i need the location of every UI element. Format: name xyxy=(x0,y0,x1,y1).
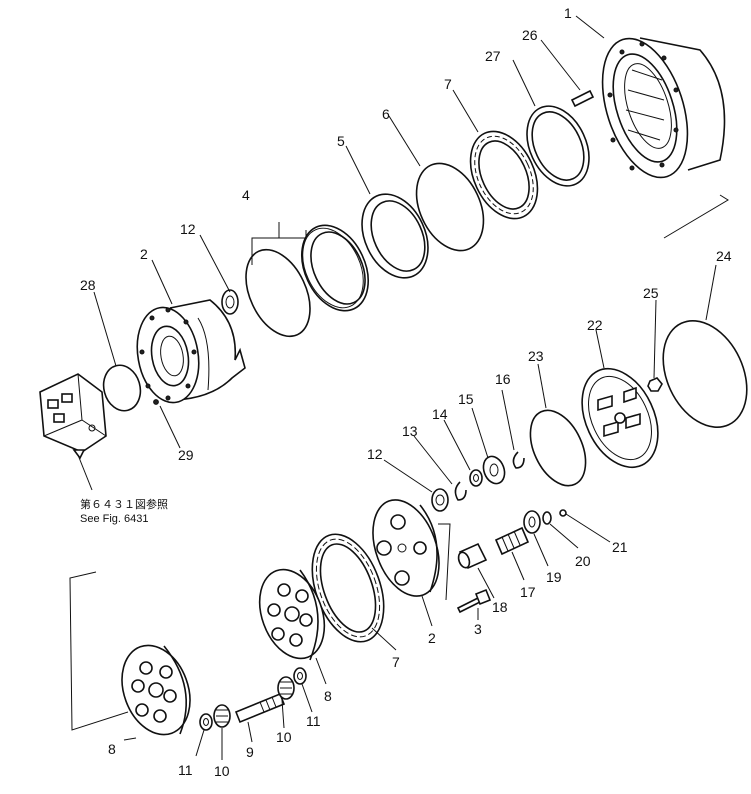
figure-reference-note: 第６４３１図参照 See Fig. 6431 xyxy=(80,497,168,525)
callout-8-mid: 8 xyxy=(324,688,332,704)
bracket-carrier-2 xyxy=(438,523,451,601)
callout-labels: 1 26 27 7 6 5 4 12 2 28 29 24 25 22 23 1… xyxy=(80,5,732,779)
leader-fig-ref xyxy=(77,454,93,491)
callout-10-left: 10 xyxy=(214,763,230,779)
o-ring-part-23 xyxy=(529,409,587,487)
callout-10-right: 10 xyxy=(276,729,292,745)
shaft-part-9 xyxy=(234,692,286,724)
bearing-part-12-top xyxy=(221,289,239,315)
bolt-part-3 xyxy=(456,588,492,614)
spacer-part-18 xyxy=(457,542,488,570)
snap-ring-part-13 xyxy=(454,481,467,501)
o-ring-part-6 xyxy=(415,162,485,252)
callout-1: 1 xyxy=(564,5,572,21)
callout-25: 25 xyxy=(643,285,659,301)
callout-11-left: 11 xyxy=(178,762,193,778)
callout-2-bottom: 2 xyxy=(428,630,436,646)
fig-ref-japanese: 第６４３１図参照 xyxy=(80,497,168,511)
seal-set-part-4 xyxy=(245,224,369,338)
nut-part-25 xyxy=(647,377,663,392)
callout-16: 16 xyxy=(495,371,511,387)
carrier-part-2-bottom xyxy=(372,499,440,597)
bearing-part-10-right xyxy=(277,676,295,700)
callout-15: 15 xyxy=(458,391,474,407)
ring-part-5 xyxy=(361,193,429,279)
callout-28: 28 xyxy=(80,277,96,293)
motor-case-part-2-top xyxy=(136,299,246,404)
housing-part-1 xyxy=(601,37,726,179)
callout-9: 9 xyxy=(246,744,254,760)
arrow-fig-ref xyxy=(72,449,86,460)
pin-part-26 xyxy=(570,89,595,108)
callout-20: 20 xyxy=(575,553,591,569)
bracket-line-1 xyxy=(663,194,729,239)
bracket-carrier-8 xyxy=(69,571,129,731)
bearing-part-10-left xyxy=(213,704,231,728)
o-ring-part-24 xyxy=(662,319,748,429)
plug-part-29 xyxy=(153,399,159,405)
washer-part-11-left xyxy=(199,713,213,731)
callout-18: 18 xyxy=(492,599,508,615)
bearing-part-19 xyxy=(523,510,541,534)
ring-gear-part-7-top xyxy=(469,130,539,220)
callout-2-top: 2 xyxy=(140,246,148,262)
callout-23: 23 xyxy=(528,348,544,364)
callout-27: 27 xyxy=(485,48,501,64)
callout-24: 24 xyxy=(716,248,732,264)
callout-29: 29 xyxy=(178,447,194,463)
callout-7-bottom: 7 xyxy=(392,654,400,670)
callout-7-top: 7 xyxy=(444,76,452,92)
valve-block-assembly xyxy=(39,373,107,453)
callout-12-top: 12 xyxy=(180,221,196,237)
planet-carrier-part-8-bottom xyxy=(121,644,191,736)
callout-21: 21 xyxy=(612,539,628,555)
callout-17: 17 xyxy=(520,584,536,600)
ring-gear-part-7-bottom xyxy=(311,533,385,643)
gear-shaft-part-17 xyxy=(494,526,530,556)
callout-14: 14 xyxy=(432,406,448,422)
callout-4: 4 xyxy=(242,187,250,203)
callout-6: 6 xyxy=(382,106,390,122)
cover-part-22 xyxy=(581,367,659,469)
planet-carrier-part-8-mid xyxy=(258,568,326,661)
fig-ref-english: See Fig. 6431 xyxy=(80,513,149,525)
callout-26: 26 xyxy=(522,27,538,43)
bracket-stem-4 xyxy=(252,222,280,239)
callout-11-right: 11 xyxy=(306,713,321,729)
callout-5: 5 xyxy=(337,133,345,149)
leader-lines xyxy=(93,15,717,760)
callout-8-bottom: 8 xyxy=(108,741,116,757)
washer-part-20 xyxy=(542,511,552,525)
bearing-part-12-bottom xyxy=(431,488,449,512)
callout-3: 3 xyxy=(474,621,482,637)
callout-12-bottom: 12 xyxy=(367,446,383,462)
washer-part-14 xyxy=(469,469,483,487)
o-ring-part-28 xyxy=(102,364,142,412)
washer-part-11-right xyxy=(293,667,307,685)
ring-part-27 xyxy=(526,105,590,187)
ball-part-21 xyxy=(559,509,567,517)
snap-ring-part-16 xyxy=(512,451,525,469)
callout-22: 22 xyxy=(587,317,603,333)
callout-13: 13 xyxy=(402,423,418,439)
callout-19: 19 xyxy=(546,569,562,585)
gear-part-15 xyxy=(482,455,506,485)
